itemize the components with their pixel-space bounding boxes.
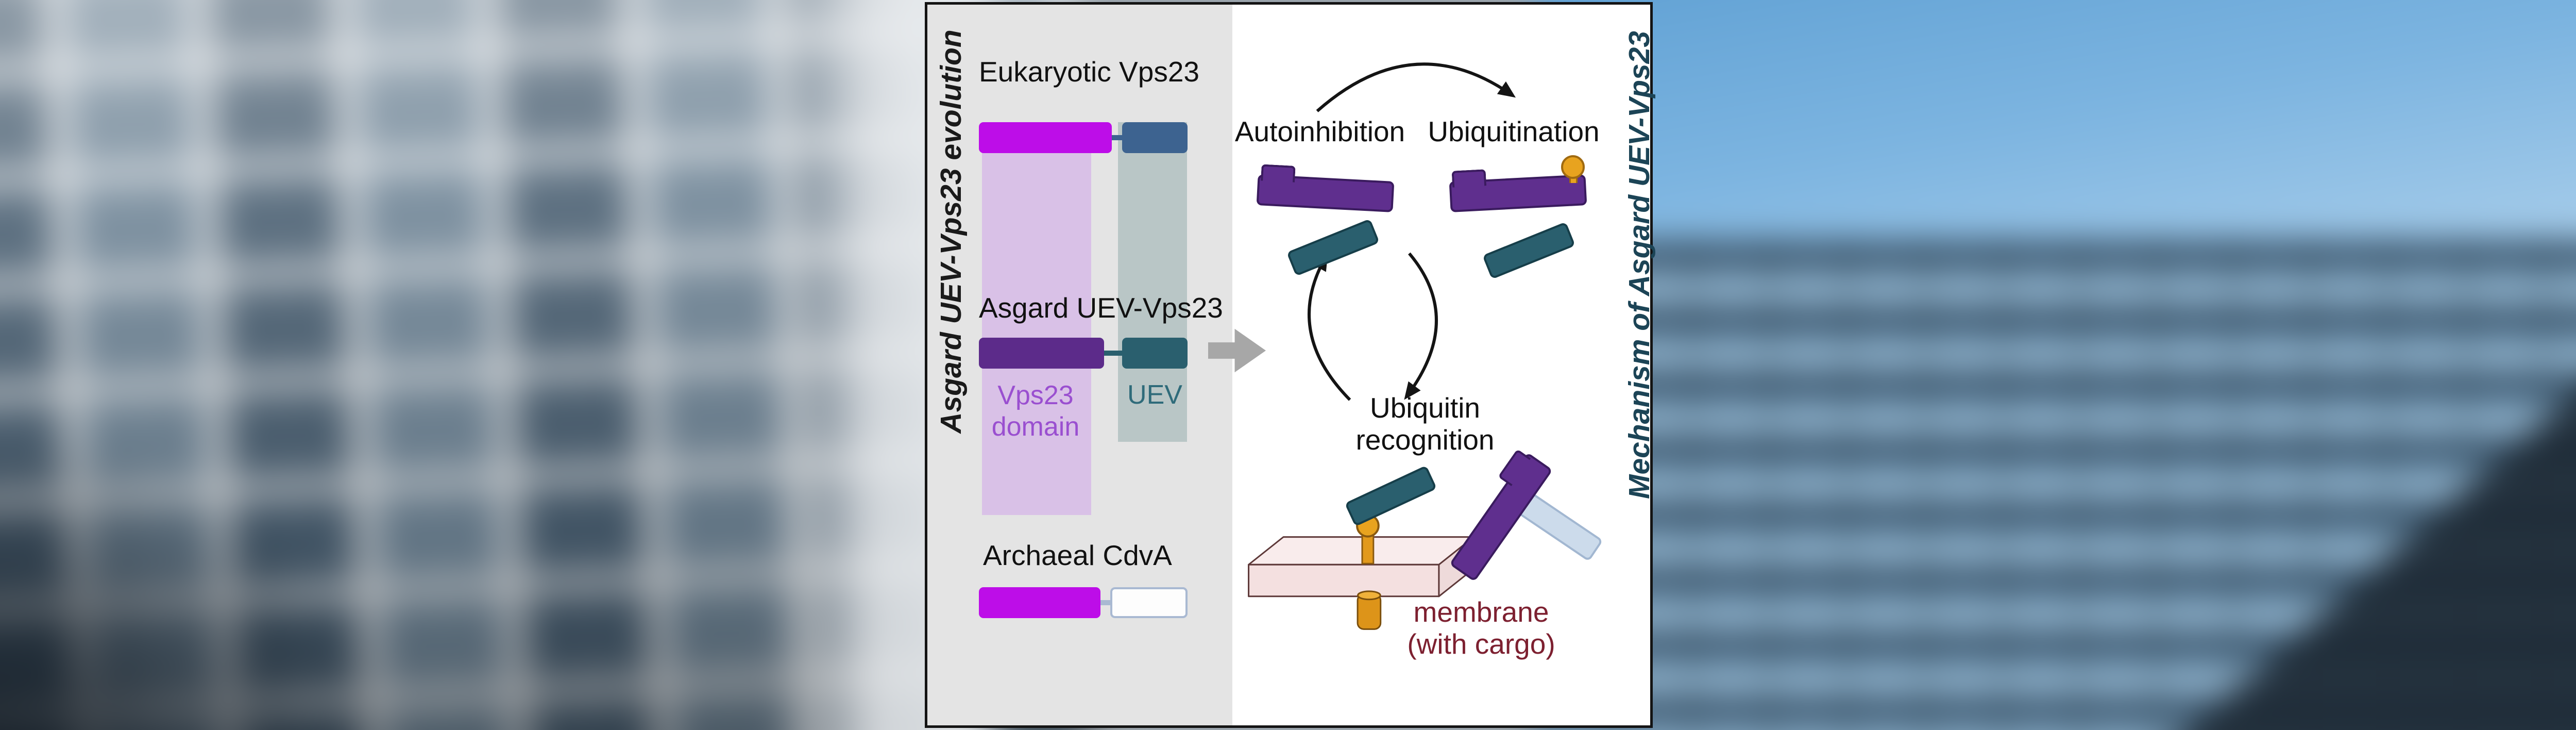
- asgard-domain-linker: [1101, 351, 1125, 356]
- membrane-top-face: [1248, 536, 1475, 566]
- autoinhibition-to-ubiquitination-arrow-icon: [1316, 62, 1516, 112]
- eukaryotic-vps23-label: Eukaryotic Vps23: [979, 56, 1199, 88]
- membrane-label: membrane (with cargo): [1388, 596, 1574, 660]
- asgard-uev-domain-bar: [1122, 338, 1188, 369]
- membrane-front-face: [1248, 563, 1440, 598]
- mechanism-cycle-arrows: [1308, 62, 1516, 401]
- ubiquitin-icon: [1561, 155, 1585, 179]
- uev-domain-homology-band: [1118, 122, 1187, 442]
- recognition-line1: Ubiquitin: [1369, 392, 1480, 424]
- vps23-domain-line1: Vps23: [997, 380, 1074, 410]
- vps23-domain-annotation: Vps23 domain: [958, 380, 1113, 443]
- background-left-building-photo: [0, 0, 1108, 730]
- cycle-down-arrow-icon: [1404, 252, 1438, 400]
- background-right-building-photo: [1535, 0, 2576, 730]
- vps23-domain-homology-band: [982, 122, 1091, 515]
- eukaryotic-uev-domain-bar: [1122, 122, 1188, 153]
- ubiquitination-label: Ubiquitination: [1428, 115, 1600, 147]
- archaeal-second-domain-bar: [1110, 587, 1188, 618]
- archaeal-cdva-label: Archaeal CdvA: [983, 539, 1172, 571]
- left-building-shadow: [0, 397, 438, 730]
- archaeal-cdva-domain-bar: [979, 587, 1100, 618]
- ubiquitin-recognition-label: Ubiquitin recognition: [1332, 392, 1518, 456]
- membrane-label-line2: (with cargo): [1407, 627, 1555, 660]
- recognition-line2: recognition: [1355, 423, 1495, 456]
- archaeal-domain-linker: [1097, 600, 1114, 605]
- membrane-label-line1: membrane: [1413, 596, 1549, 628]
- evolution-side-label: Asgard UEV-Vps23 evolution: [935, 29, 968, 434]
- mechanism-side-label: Mechanism of Asgard UEV-Vps23: [1623, 30, 1656, 500]
- asgard-vps23-domain-bar: [979, 338, 1104, 369]
- eukaryotic-vps23-domain-bar: [979, 122, 1112, 153]
- uev-annotation: UEV: [1127, 380, 1182, 410]
- autoinhibition-label: Autoinhibition: [1234, 115, 1405, 147]
- eukaryotic-domain-linker: [1109, 135, 1125, 140]
- transmembrane-cargo-icon: [1357, 590, 1382, 630]
- asgard-uev-vps23-label: Asgard UEV-Vps23: [979, 292, 1223, 324]
- cycle-up-arrow-icon: [1308, 253, 1351, 401]
- graphical-abstract-figure: Asgard UEV-Vps23 evolution Eukaryotic Vp…: [925, 2, 1656, 728]
- vps23-domain-line2: domain: [991, 412, 1080, 442]
